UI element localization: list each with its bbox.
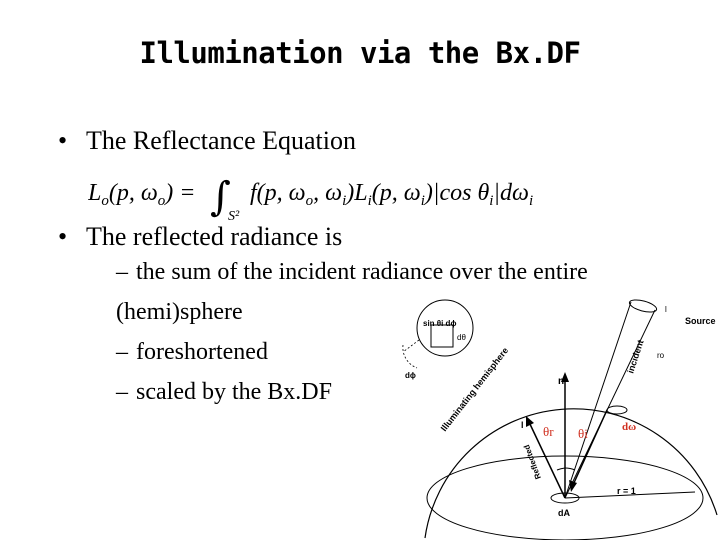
dash: – (116, 339, 128, 365)
sub-item-sum: – the sum of the incident radiance over … (116, 258, 656, 325)
reflectance-equation: Lo(p, ωo) = ∫ S² f(p, ωo, ωi)Li(p, ωi)|c… (88, 174, 533, 223)
dA-patch (550, 492, 580, 504)
sub-item-text-cont: (hemi)sphere (116, 299, 243, 325)
sub-item-foreshortened: – (116, 338, 316, 368)
bullet-text: The reflected radiance is (86, 222, 343, 251)
label-incident: incident (625, 339, 645, 375)
normal-arrowhead (561, 372, 569, 382)
label-sin-theta-dphi: sin θi dϕ (423, 319, 456, 328)
sub-item-text: the sum of the incident radiance over th… (136, 259, 588, 285)
slide-title: Illumination via the Bx.DF (139, 36, 581, 70)
label-theta-i: θi (578, 426, 588, 441)
incident-edge-left (564, 301, 632, 499)
theta-i-arc (564, 467, 576, 471)
label-dtheta: dθ (457, 333, 466, 342)
label-reflected: Reflected (522, 443, 543, 480)
dash: – (116, 259, 128, 285)
inset-circle (416, 299, 474, 357)
bullet-dot: • (58, 222, 68, 251)
incident-edge-right (564, 309, 656, 499)
label-li: l (665, 305, 667, 314)
radius-line (564, 491, 696, 499)
label-illuminating-hemisphere: Illuminating hemisphere (439, 345, 511, 433)
equation-integrand: f(p, ωo, ωi)Li(p, ωi)|cos θi|dωi (250, 180, 533, 209)
label-l: l (521, 420, 524, 430)
sub-item-scaled-label: scaled by the Bx.DF (136, 379, 332, 405)
sub-item-scaled: – (116, 378, 376, 408)
bullet-reflected-radiance: • The reflected radiance is (58, 222, 342, 252)
integral-domain: S² (228, 209, 240, 223)
dash: – (116, 379, 128, 405)
reflected-vector (528, 421, 566, 499)
integral-sign: ∫ (210, 174, 231, 220)
incident-arrowhead (569, 480, 577, 492)
label-theta-r: θr (543, 424, 554, 439)
label-domega: dω (622, 421, 636, 433)
label-dphi: dϕ (405, 371, 416, 380)
equation-lhs: Lo(p, ωo) = (88, 180, 195, 209)
label-n: n (558, 376, 564, 387)
label-ro: ro (657, 351, 665, 360)
label-source: Source (685, 316, 716, 326)
label-r-eq-1: r = 1 (617, 486, 636, 496)
bullet-text: The Reflectance Equation (86, 126, 356, 155)
source-disk (628, 299, 658, 313)
label-dA: dA (558, 508, 570, 518)
hemisphere-outline (424, 408, 718, 539)
hemisphere-diagram: Source l ro incident Illuminating hemisp… (402, 299, 718, 540)
dphi-arc (402, 344, 418, 369)
domega-patch (606, 405, 628, 415)
theta-r-arc (556, 467, 566, 471)
bullet-reflectance-equation: • The Reflectance Equation (58, 126, 356, 156)
sub-item-foreshortened-label: foreshortened (136, 339, 268, 365)
incident-vector (572, 409, 608, 486)
reflected-arrowhead (526, 416, 534, 427)
bullet-dot: • (58, 126, 68, 155)
inset-patch (430, 324, 454, 348)
inset-leader (402, 339, 420, 353)
